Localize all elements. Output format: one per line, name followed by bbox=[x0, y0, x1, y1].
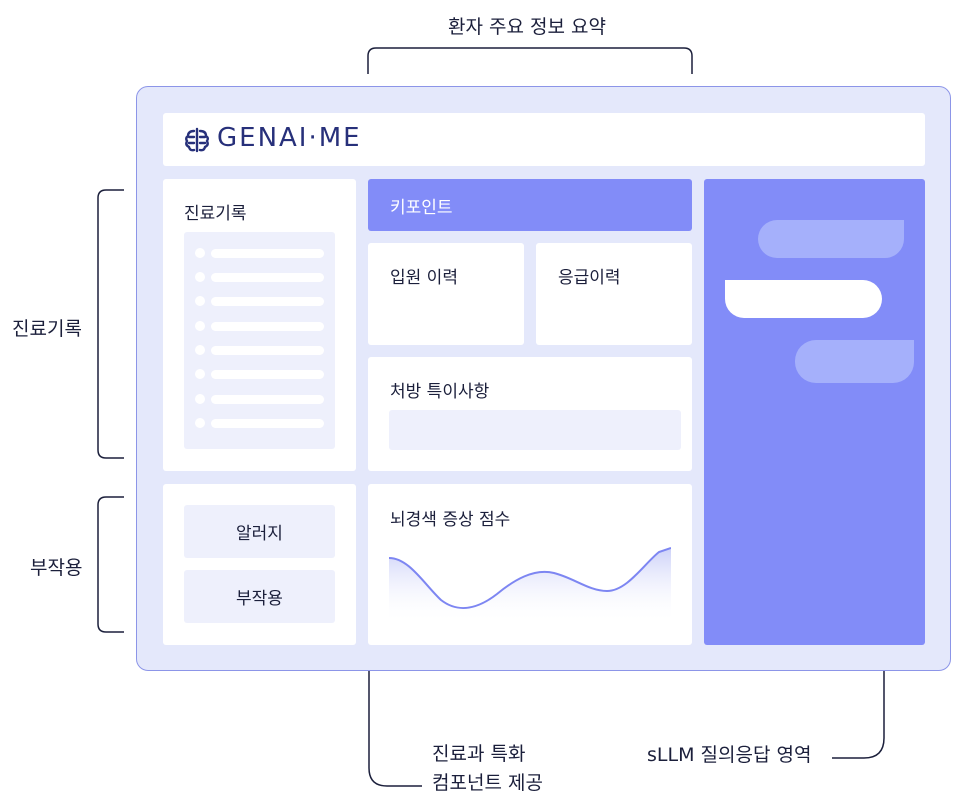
logo-text: GENAI·ME bbox=[217, 123, 362, 153]
annotation-sllm: sLLM 질의응답 영역 bbox=[647, 744, 812, 766]
allergy-button[interactable]: 알러지 bbox=[184, 505, 335, 558]
stroke-score-chart bbox=[389, 547, 671, 624]
records-list bbox=[184, 232, 335, 449]
admission-history-card[interactable]: 입원 이력 bbox=[368, 243, 524, 345]
stroke-score-card: 뇌경색 증상 점수 bbox=[368, 484, 692, 645]
prescription-notes-title: 처방 특이사항 bbox=[390, 382, 490, 402]
sllm-chat-panel[interactable] bbox=[704, 179, 925, 645]
records-panel: 진료기록 bbox=[163, 179, 356, 471]
emergency-history-title: 응급이력 bbox=[558, 268, 621, 288]
annotation-patient-summary: 환자 주요 정보 요약 bbox=[448, 16, 606, 38]
annotation-components-line1: 진료과 특화 bbox=[432, 743, 526, 765]
stroke-score-title: 뇌경색 증상 점수 bbox=[390, 510, 511, 530]
annotation-records: 진료기록 bbox=[12, 318, 82, 340]
prescription-notes-field[interactable] bbox=[389, 410, 681, 450]
chat-bubble bbox=[758, 220, 904, 258]
chat-bubble bbox=[795, 340, 914, 383]
annotation-side-effects: 부작용 bbox=[30, 557, 83, 579]
brain-icon bbox=[183, 126, 211, 154]
admission-history-title: 입원 이력 bbox=[390, 268, 458, 288]
side-effects-panel: 알러지 부작용 bbox=[163, 484, 356, 645]
emergency-history-card[interactable]: 응급이력 bbox=[536, 243, 692, 345]
records-title: 진료기록 bbox=[184, 204, 247, 224]
keypoint-title: 키포인트 bbox=[390, 198, 453, 218]
keypoint-bar[interactable]: 키포인트 bbox=[368, 179, 692, 231]
prescription-notes-card: 처방 특이사항 bbox=[368, 357, 692, 471]
header-bar: GENAI·ME bbox=[163, 113, 925, 166]
side-effect-button[interactable]: 부작용 bbox=[184, 570, 335, 623]
chat-bubble bbox=[725, 280, 882, 318]
annotation-components-line2: 컴포넌트 제공 bbox=[432, 772, 543, 794]
